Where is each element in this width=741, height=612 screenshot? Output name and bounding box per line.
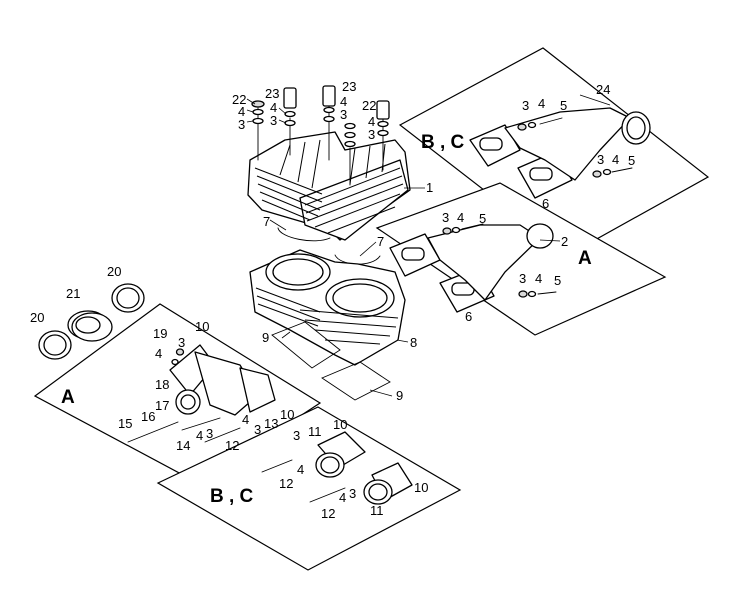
manifold-a-left <box>127 344 276 443</box>
carburetor-coupling <box>38 283 145 360</box>
callout-23: 23 <box>265 86 279 101</box>
callout-20: 20 <box>30 310 44 325</box>
variant-label-bc-right: B , C <box>421 132 465 153</box>
callout-3: 3 <box>597 152 604 167</box>
callout-3: 3 <box>293 428 300 443</box>
callout-4: 4 <box>340 94 347 109</box>
callout-7: 7 <box>263 214 270 229</box>
callout-14: 14 <box>176 438 190 453</box>
callout-4: 4 <box>196 428 203 443</box>
callout-5: 5 <box>554 273 561 288</box>
callout-3: 3 <box>522 98 529 113</box>
callout-3: 3 <box>238 117 245 132</box>
callout-3: 3 <box>442 210 449 225</box>
base-gasket-upper <box>271 321 341 369</box>
leader-lines <box>246 94 611 397</box>
callout-3: 3 <box>178 335 185 350</box>
fasteners <box>171 117 633 366</box>
callout-9: 9 <box>396 388 403 403</box>
callout-8: 8 <box>410 335 417 350</box>
variant-label-a-left: A <box>61 387 75 408</box>
head-gasket-left <box>277 227 331 242</box>
callout-3: 3 <box>206 426 213 441</box>
callout-4: 4 <box>535 271 542 286</box>
callout-numbers: 22 4 3 23 4 3 23 4 3 22 4 3 1 7 7 9 8 9 … <box>30 79 635 521</box>
intake-bc-bottom <box>261 431 413 505</box>
panel-bc-bottom <box>156 406 462 571</box>
callout-4: 4 <box>339 490 346 505</box>
callout-10: 10 <box>414 480 428 495</box>
callout-5: 5 <box>628 153 635 168</box>
callout-12: 12 <box>279 476 293 491</box>
callout-1: 1 <box>426 180 433 195</box>
callout-6: 6 <box>465 309 472 324</box>
callout-15: 15 <box>118 416 132 431</box>
callout-3: 3 <box>254 422 261 437</box>
callout-4: 4 <box>612 152 619 167</box>
callout-23: 23 <box>342 79 356 94</box>
callout-4: 4 <box>238 104 245 119</box>
callout-4: 4 <box>155 346 162 361</box>
callout-4: 4 <box>270 100 277 115</box>
callout-10: 10 <box>333 417 347 432</box>
callout-4: 4 <box>457 210 464 225</box>
callout-3: 3 <box>270 113 277 128</box>
base-gasket-lower <box>321 361 391 401</box>
callout-3: 3 <box>340 107 347 122</box>
callout-4: 4 <box>368 114 375 129</box>
manifold-bc-right <box>469 107 651 199</box>
callout-3: 3 <box>368 127 375 142</box>
callout-10: 10 <box>280 407 294 422</box>
callout-22: 22 <box>232 92 246 107</box>
callout-10: 10 <box>195 319 209 334</box>
callout-4: 4 <box>538 96 545 111</box>
callout-13: 13 <box>264 416 278 431</box>
callout-16: 16 <box>141 409 155 424</box>
cylinder-head-assembly <box>247 85 411 241</box>
callout-3: 3 <box>349 486 356 501</box>
callout-22: 22 <box>362 98 376 113</box>
manifold-a-right <box>389 223 554 313</box>
panel-a-left <box>33 303 322 484</box>
callout-9: 9 <box>262 330 269 345</box>
callout-2: 2 <box>561 234 568 249</box>
callout-21: 21 <box>66 286 80 301</box>
callout-18: 18 <box>155 377 169 392</box>
callout-20: 20 <box>107 264 121 279</box>
callout-19: 19 <box>153 326 167 341</box>
callout-24: 24 <box>596 82 610 97</box>
callout-17: 17 <box>155 398 169 413</box>
callout-5: 5 <box>560 98 567 113</box>
callout-12: 12 <box>225 438 239 453</box>
callout-3: 3 <box>519 271 526 286</box>
callout-5: 5 <box>479 211 486 226</box>
callout-11: 11 <box>308 424 322 439</box>
callout-12: 12 <box>321 506 335 521</box>
callout-7: 7 <box>377 234 384 249</box>
callout-11: 11 <box>370 503 384 518</box>
callout-4: 4 <box>242 412 249 427</box>
callout-4: 4 <box>297 462 304 477</box>
variant-label-bc-bottom: B , C <box>210 486 254 507</box>
cylinder-block <box>249 249 406 366</box>
variant-label-a-right: A <box>578 248 592 269</box>
callout-6: 6 <box>542 196 549 211</box>
